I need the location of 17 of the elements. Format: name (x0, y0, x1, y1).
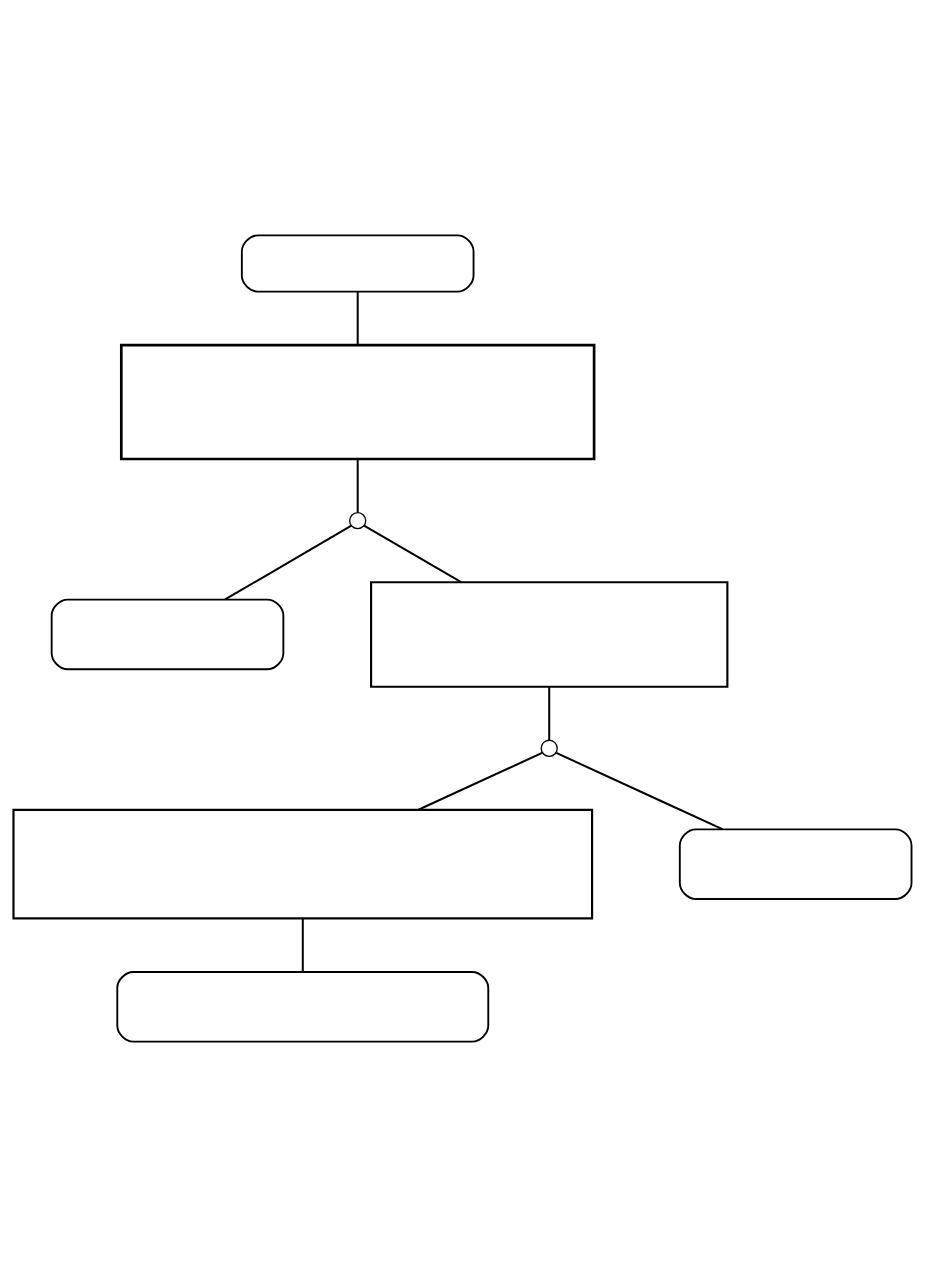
connector (417, 751, 543, 811)
node-box (370, 580, 729, 688)
connector (301, 917, 304, 972)
node-pill (240, 233, 475, 293)
node-circle (349, 511, 367, 529)
connector (363, 524, 462, 583)
connector (356, 291, 359, 345)
node-pill (678, 827, 913, 900)
node-pill (50, 598, 285, 670)
connector (555, 751, 723, 830)
node-box (12, 808, 594, 919)
node-box (119, 343, 596, 460)
connector (224, 524, 352, 600)
node-pill (116, 970, 490, 1043)
connector (356, 458, 359, 512)
connector (548, 686, 551, 740)
node-circle (540, 739, 558, 757)
